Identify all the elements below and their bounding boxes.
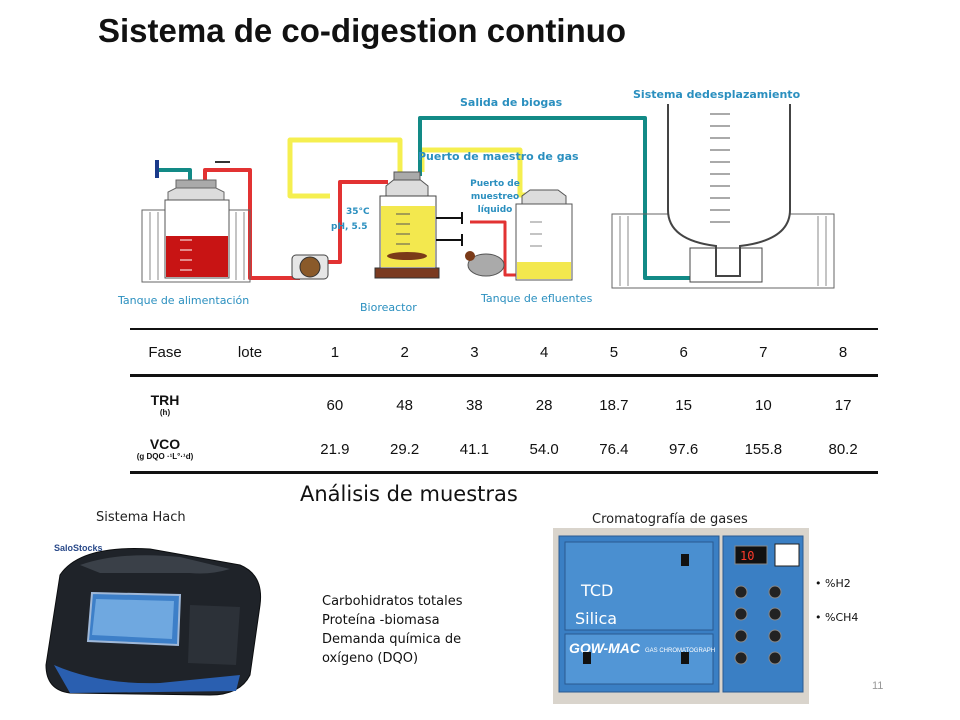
test-item: oxígeno (DQO) xyxy=(322,651,419,666)
cell: 10 xyxy=(755,396,772,414)
cell: 29.2 xyxy=(369,427,440,474)
label-bioreactor: Bioreactor xyxy=(360,301,417,314)
cell: 38 xyxy=(466,396,483,414)
table-header-row: Fase lote 1 2 3 4 5 6 7 8 xyxy=(130,328,878,377)
label-salida-biogas: Salida de biogas xyxy=(460,96,563,109)
hach-label: Sistema Hach xyxy=(96,510,186,525)
gas-list: •%H2 •%CH4 xyxy=(815,577,858,645)
header-num: 1 xyxy=(300,328,370,377)
cell: 76.4 xyxy=(579,427,649,474)
header-num: 7 xyxy=(718,328,809,377)
gc-subtitle: GAS CHROMATOGRAPH xyxy=(645,648,715,654)
teal-feed-inlet xyxy=(157,168,192,182)
page-number: 11 xyxy=(872,680,884,692)
row-name: VCO xyxy=(149,435,181,452)
gc-label: Cromatografía de gases xyxy=(592,512,748,527)
cell: 18.7 xyxy=(599,396,629,414)
test-item: Carbohidratos totales xyxy=(322,594,463,609)
test-item: Demanda química de xyxy=(322,632,462,647)
gas-item: •%CH4 xyxy=(815,611,859,624)
label-puerto-gas: Puerto de maestro de gas xyxy=(418,150,579,163)
label-sistema-desplazamiento: Sistema dedesplazamiento xyxy=(633,88,801,101)
cell: 21.9 xyxy=(300,427,370,474)
header-fase: Fase xyxy=(130,328,200,377)
operation-table: Fase lote 1 2 3 4 5 6 7 8 TRH (h) 60 48 … xyxy=(130,328,878,474)
gas-chromatograph-image: TCD Silica GOW-MAC GAS CHROMATOGRAPH 10 xyxy=(553,528,809,704)
header-num: 3 xyxy=(439,328,510,377)
cell: 80.2 xyxy=(808,427,878,474)
gc-brand: GOW-MAC xyxy=(569,640,641,656)
cell: 41.1 xyxy=(439,427,510,474)
yellow-gas-pipe xyxy=(287,137,403,199)
label-temperature: 35°C xyxy=(346,207,370,217)
row-unit: (h) xyxy=(159,407,171,417)
row-empty xyxy=(200,376,300,428)
analysis-tests-list: Carbohidratos totales Proteína -biomasa … xyxy=(322,592,462,668)
cell: 15 xyxy=(675,396,692,414)
cell: 28 xyxy=(535,396,553,414)
label-tanque-alimentacion: Tanque de alimentación xyxy=(118,294,250,307)
cell: 97.6 xyxy=(648,427,719,474)
row-empty xyxy=(200,427,300,474)
table-row: TRH (h) 60 48 38 28 18.7 15 10 17 xyxy=(130,376,878,428)
hach-brand-watermark: SaloStocks xyxy=(54,543,103,553)
row-label: VCO (g DQO ·¹L°·¹d) xyxy=(130,427,200,474)
gc-column-silica: Silica xyxy=(575,609,617,628)
cell: 54.0 xyxy=(509,427,579,474)
label-tanque-efluentes: Tanque de efluentes xyxy=(481,292,593,305)
row-name: TRH xyxy=(150,391,180,408)
teal-biogas-pipe xyxy=(418,116,690,280)
test-item: Proteína -biomasa xyxy=(322,613,440,628)
header-lote: lote xyxy=(200,328,300,377)
cell: 60 xyxy=(326,396,344,414)
label-ph: pH, 5.5 xyxy=(331,222,368,232)
label-puerto-liquido: Puerto de muestreo líquido xyxy=(470,179,520,215)
page-title: Sistema de co-digestion continuo xyxy=(98,12,627,49)
co-digestion-diagram xyxy=(141,104,835,289)
header-num: 5 xyxy=(579,328,649,377)
row-label: TRH (h) xyxy=(130,376,200,428)
cell: 17 xyxy=(834,396,852,414)
gc-display: 10 xyxy=(740,549,754,563)
header-num: 4 xyxy=(509,328,579,377)
cell: 48 xyxy=(396,396,413,414)
table-row: VCO (g DQO ·¹L°·¹d) 21.9 29.2 41.1 54.0 … xyxy=(130,427,878,474)
gas-item: •%H2 xyxy=(815,577,851,590)
red-feed-pipe-1 xyxy=(203,168,300,280)
analysis-title: Análisis de muestras xyxy=(300,482,518,506)
cell: 155.8 xyxy=(718,427,809,474)
header-num: 8 xyxy=(808,328,878,377)
gc-column-tcd: TCD xyxy=(580,581,613,600)
header-num: 2 xyxy=(369,328,440,377)
hach-spectrophotometer-image: SaloStocks xyxy=(45,543,262,696)
row-unit: (g DQO ·¹L°·¹d) xyxy=(136,451,194,461)
red-feed-pipe-2 xyxy=(322,180,388,264)
header-num: 6 xyxy=(648,328,719,377)
